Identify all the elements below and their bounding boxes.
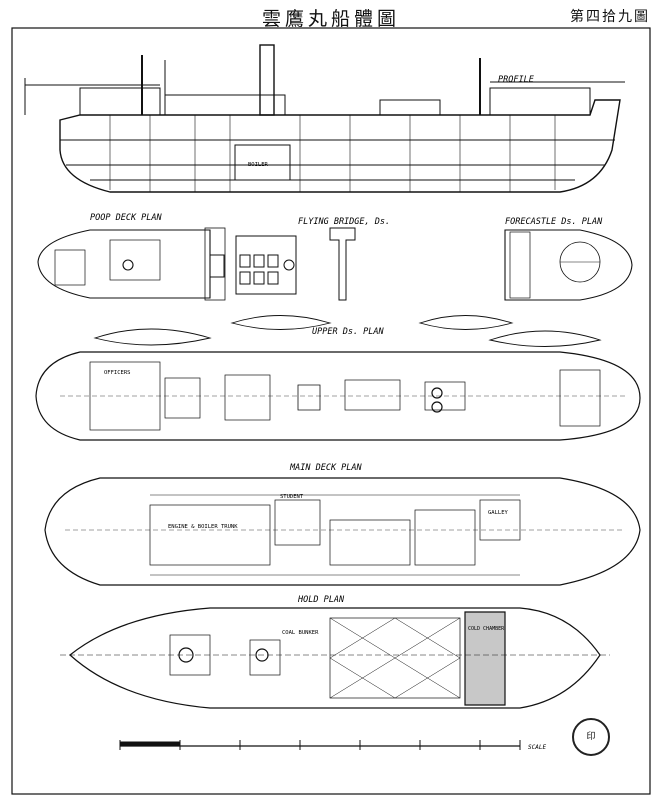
flying-bridge-label: FLYING BRIDGE, Ds. [298,217,390,227]
poop-deck-label: POOP DECK PLAN [90,213,163,223]
boiler-label: BOILER [248,162,269,168]
hold-plan [60,607,610,709]
forecastle-label: FORECASTLE Ds. PLAN [505,217,603,227]
plate-number: 第四拾九圖 [570,9,650,25]
coal-bunker-label: COAL BUNKER [282,630,319,636]
forecastle-plan [504,229,633,301]
profile-label: PROFILE [498,75,535,85]
poop-deck-plan [37,227,226,301]
seal-stamp: 印 [572,718,610,756]
upper-deck-label: UPPER Ds. PLAN [312,327,385,337]
student-label: STUDENT [280,494,304,500]
flying-bridge-plan [209,227,356,301]
drawing-frame [11,27,651,795]
engine-trunk-label: ENGINE & BOILER TRUNK [168,524,238,530]
scale-label: SCALE [528,744,546,751]
scale-bar [119,740,521,750]
lifeboats [93,315,602,347]
hold-label: HOLD PLAN [297,595,345,605]
drawing-title: 雲鷹丸船體圖 [261,8,400,30]
galley-label: GALLEY [488,510,509,516]
upper-deck-plan [35,351,641,441]
cold-chamber-label: COLD CHAMBER [468,626,505,632]
officers-label: OFFICERS [104,370,131,376]
main-deck-plan [44,477,641,586]
profile-view [24,44,625,193]
main-deck-label: MAIN DECK PLAN [289,463,363,473]
